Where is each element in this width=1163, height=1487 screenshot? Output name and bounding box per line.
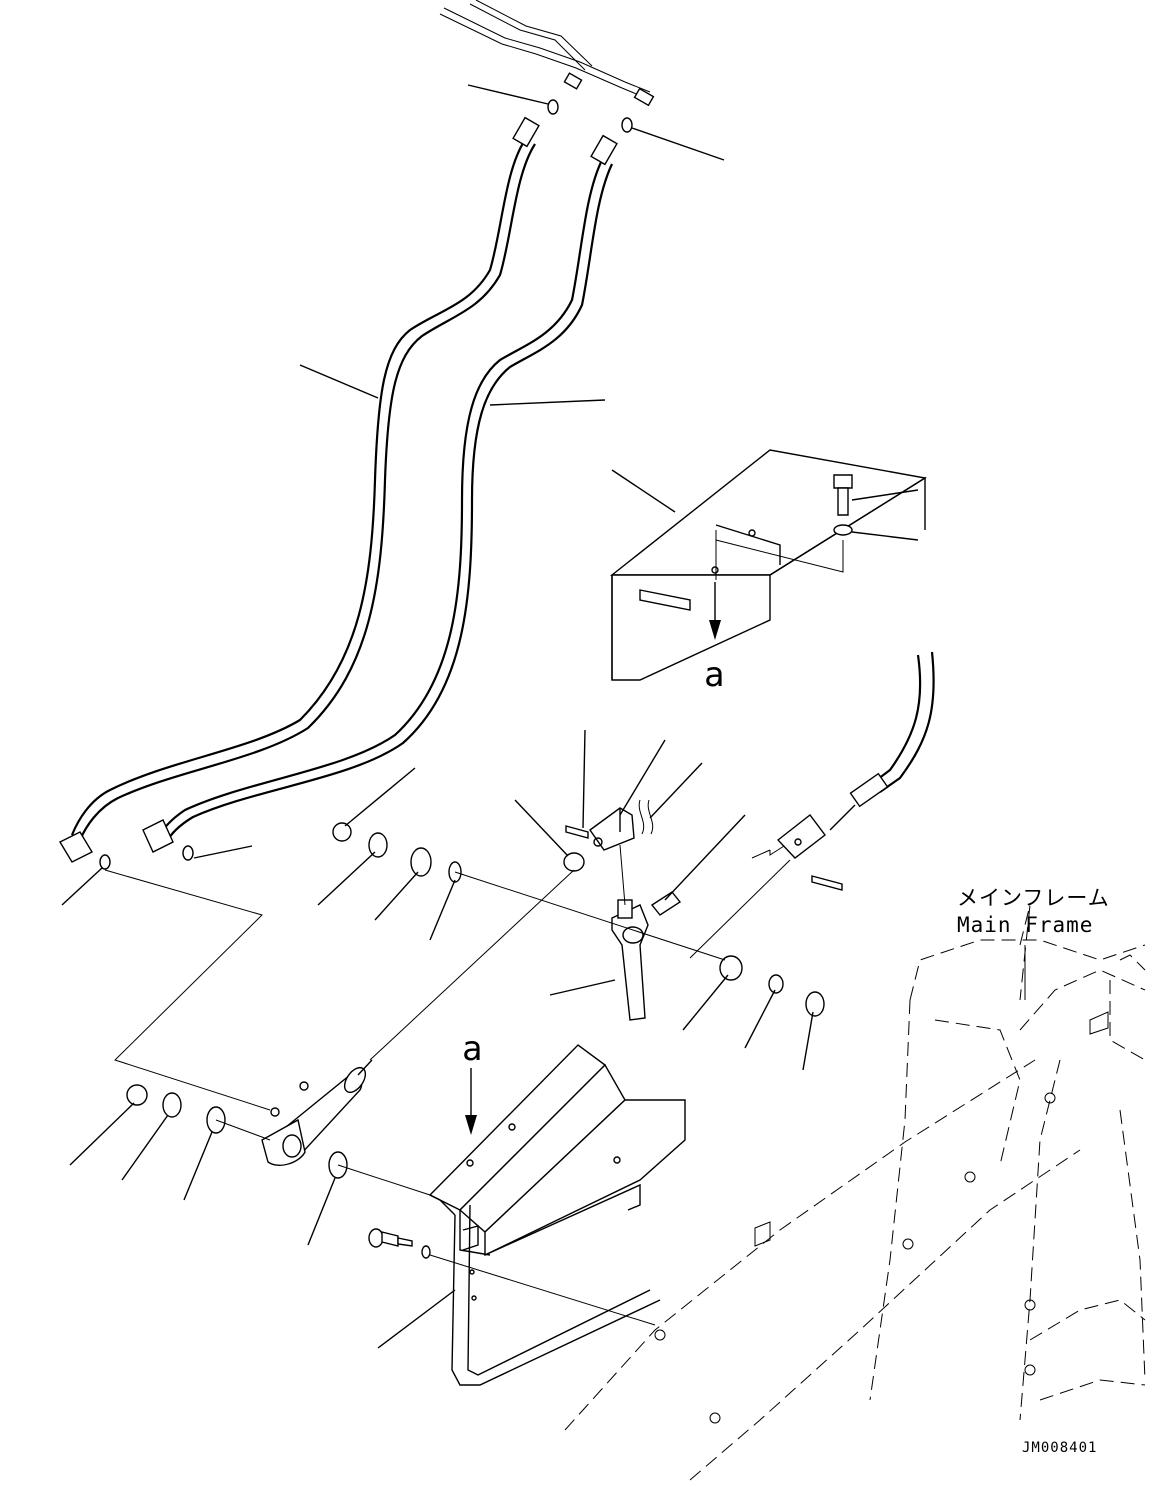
assembly-lines-mid bbox=[369, 844, 791, 1061]
washer-a bbox=[368, 832, 388, 858]
leader-cover-plate bbox=[611, 469, 676, 513]
nut-a bbox=[332, 822, 352, 842]
assembly-lines-cylinder bbox=[104, 869, 431, 1196]
clevis bbox=[589, 807, 635, 851]
cover-plate-lower bbox=[428, 1044, 686, 1386]
leader-bolt-cover bbox=[851, 489, 919, 501]
arrow-view-a-bottom bbox=[465, 1068, 477, 1135]
hose-right-fitting-top bbox=[590, 134, 618, 166]
hose-left-fitting-top bbox=[512, 116, 540, 148]
washer-lever-2 bbox=[805, 991, 825, 1017]
washer-lever-1 bbox=[768, 974, 784, 994]
hose-left-elbow-bottom bbox=[59, 831, 93, 863]
lever-arm bbox=[611, 899, 649, 1021]
washer-b bbox=[410, 847, 432, 877]
arrow-view-a-top bbox=[709, 582, 721, 640]
washer-cylinder-a bbox=[162, 1092, 182, 1118]
nut-cylinder bbox=[126, 1084, 148, 1106]
hose-left bbox=[59, 116, 540, 863]
cylinder bbox=[261, 1059, 373, 1166]
bolt-cover bbox=[833, 474, 853, 516]
leader-lines-cylinder bbox=[69, 1102, 336, 1246]
frame-label-jp: メインフレーム bbox=[957, 886, 1110, 910]
hose-right bbox=[142, 134, 618, 853]
assembly-line-lower-bolt bbox=[429, 1254, 656, 1326]
view-label-a-top: a bbox=[704, 655, 724, 695]
drawing-id: JM008401 bbox=[1022, 1440, 1097, 1456]
hose-right-elbow-bottom bbox=[142, 819, 174, 853]
leader-lower-cover bbox=[377, 1289, 456, 1349]
frame-label-en: Main Frame bbox=[957, 913, 1093, 937]
upper-pipe-phantom bbox=[439, 0, 655, 107]
nut-lever bbox=[563, 852, 585, 872]
pin-clevis bbox=[565, 825, 589, 839]
o-ring-hose-right bbox=[182, 845, 194, 861]
view-label-a-bottom: a bbox=[462, 1029, 482, 1069]
bushing bbox=[719, 955, 743, 981]
assembly-line-cover bbox=[715, 530, 844, 580]
cotter-pin bbox=[638, 799, 645, 835]
main-frame-phantom bbox=[564, 904, 1146, 1481]
o-ring-top-left bbox=[547, 99, 559, 115]
leader-lines-upper bbox=[61, 84, 725, 906]
leader-lines-mid bbox=[317, 729, 814, 1071]
grease-fitting bbox=[650, 891, 682, 916]
washer-cover bbox=[833, 524, 853, 536]
o-ring-hose-left bbox=[99, 854, 111, 870]
control-cable bbox=[751, 651, 935, 891]
leader-washer-cover bbox=[851, 531, 919, 541]
o-ring-top-right bbox=[621, 117, 633, 133]
cover-plate-upper bbox=[609, 449, 927, 681]
bolt-lower-cover bbox=[368, 1228, 431, 1259]
